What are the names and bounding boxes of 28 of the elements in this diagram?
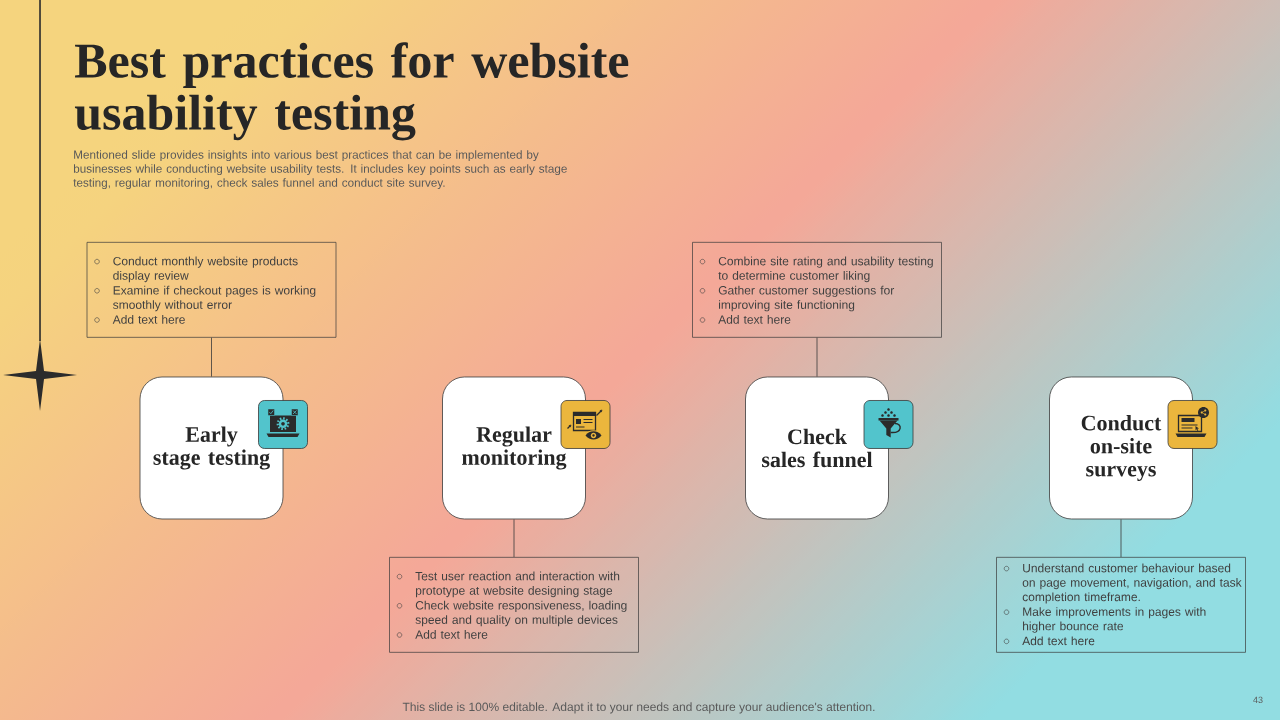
footer-note: This slide is 100% editable. Adapt it to your needs and capture your audience's attention. bbox=[402, 702, 875, 714]
list-item: Add text here bbox=[1022, 636, 1095, 646]
list-item: Combine site rating and usability testing to determine customer liking bbox=[718, 256, 933, 283]
text-box bbox=[389, 557, 639, 653]
step-card: Conduct on-site surveys bbox=[1049, 376, 1193, 520]
connector-line bbox=[513, 519, 515, 558]
text-box bbox=[996, 557, 1246, 653]
list-item: Add text here bbox=[112, 315, 185, 324]
connector-line bbox=[1120, 519, 1122, 558]
text-box bbox=[692, 242, 942, 338]
list-item: Add text here bbox=[415, 630, 488, 639]
text-box bbox=[86, 242, 337, 338]
step-card: Check sales funnel bbox=[745, 376, 889, 520]
description-text: Mentioned slide provides insights into various best practices that can be implemented by businesses while conducting website usability tests. It includes key points such as early stage testing, regular monitoring, check sales funnel and conduct site survey. bbox=[73, 150, 567, 190]
list-item: Check website responsiveness, loading speed and quality on multiple devices bbox=[415, 600, 627, 627]
list-item: Examine if checkout pages is working smoothly without error bbox=[113, 285, 316, 312]
step-card: Regular monitoring bbox=[442, 376, 586, 520]
list-item: Understand customer behaviour based on page movement, navigation, and task completion timeframe. bbox=[1022, 563, 1242, 604]
page-number: 43 bbox=[1253, 696, 1263, 704]
list-item: Add text here bbox=[718, 315, 791, 324]
list-item: Make improvements in pages with higher bounce rate bbox=[1023, 607, 1206, 633]
connector-line bbox=[211, 337, 212, 377]
title: Best practices for website usability testing bbox=[74, 42, 629, 141]
list-item: Conduct monthly website products display review bbox=[113, 256, 298, 283]
list-item: Test user reaction and interaction with prototype at website designing stage bbox=[415, 571, 620, 598]
list-item: Gather customer suggestions for improving site functioning bbox=[718, 285, 895, 312]
connector-line bbox=[816, 337, 818, 377]
step-card: Early stage testing bbox=[139, 376, 284, 520]
